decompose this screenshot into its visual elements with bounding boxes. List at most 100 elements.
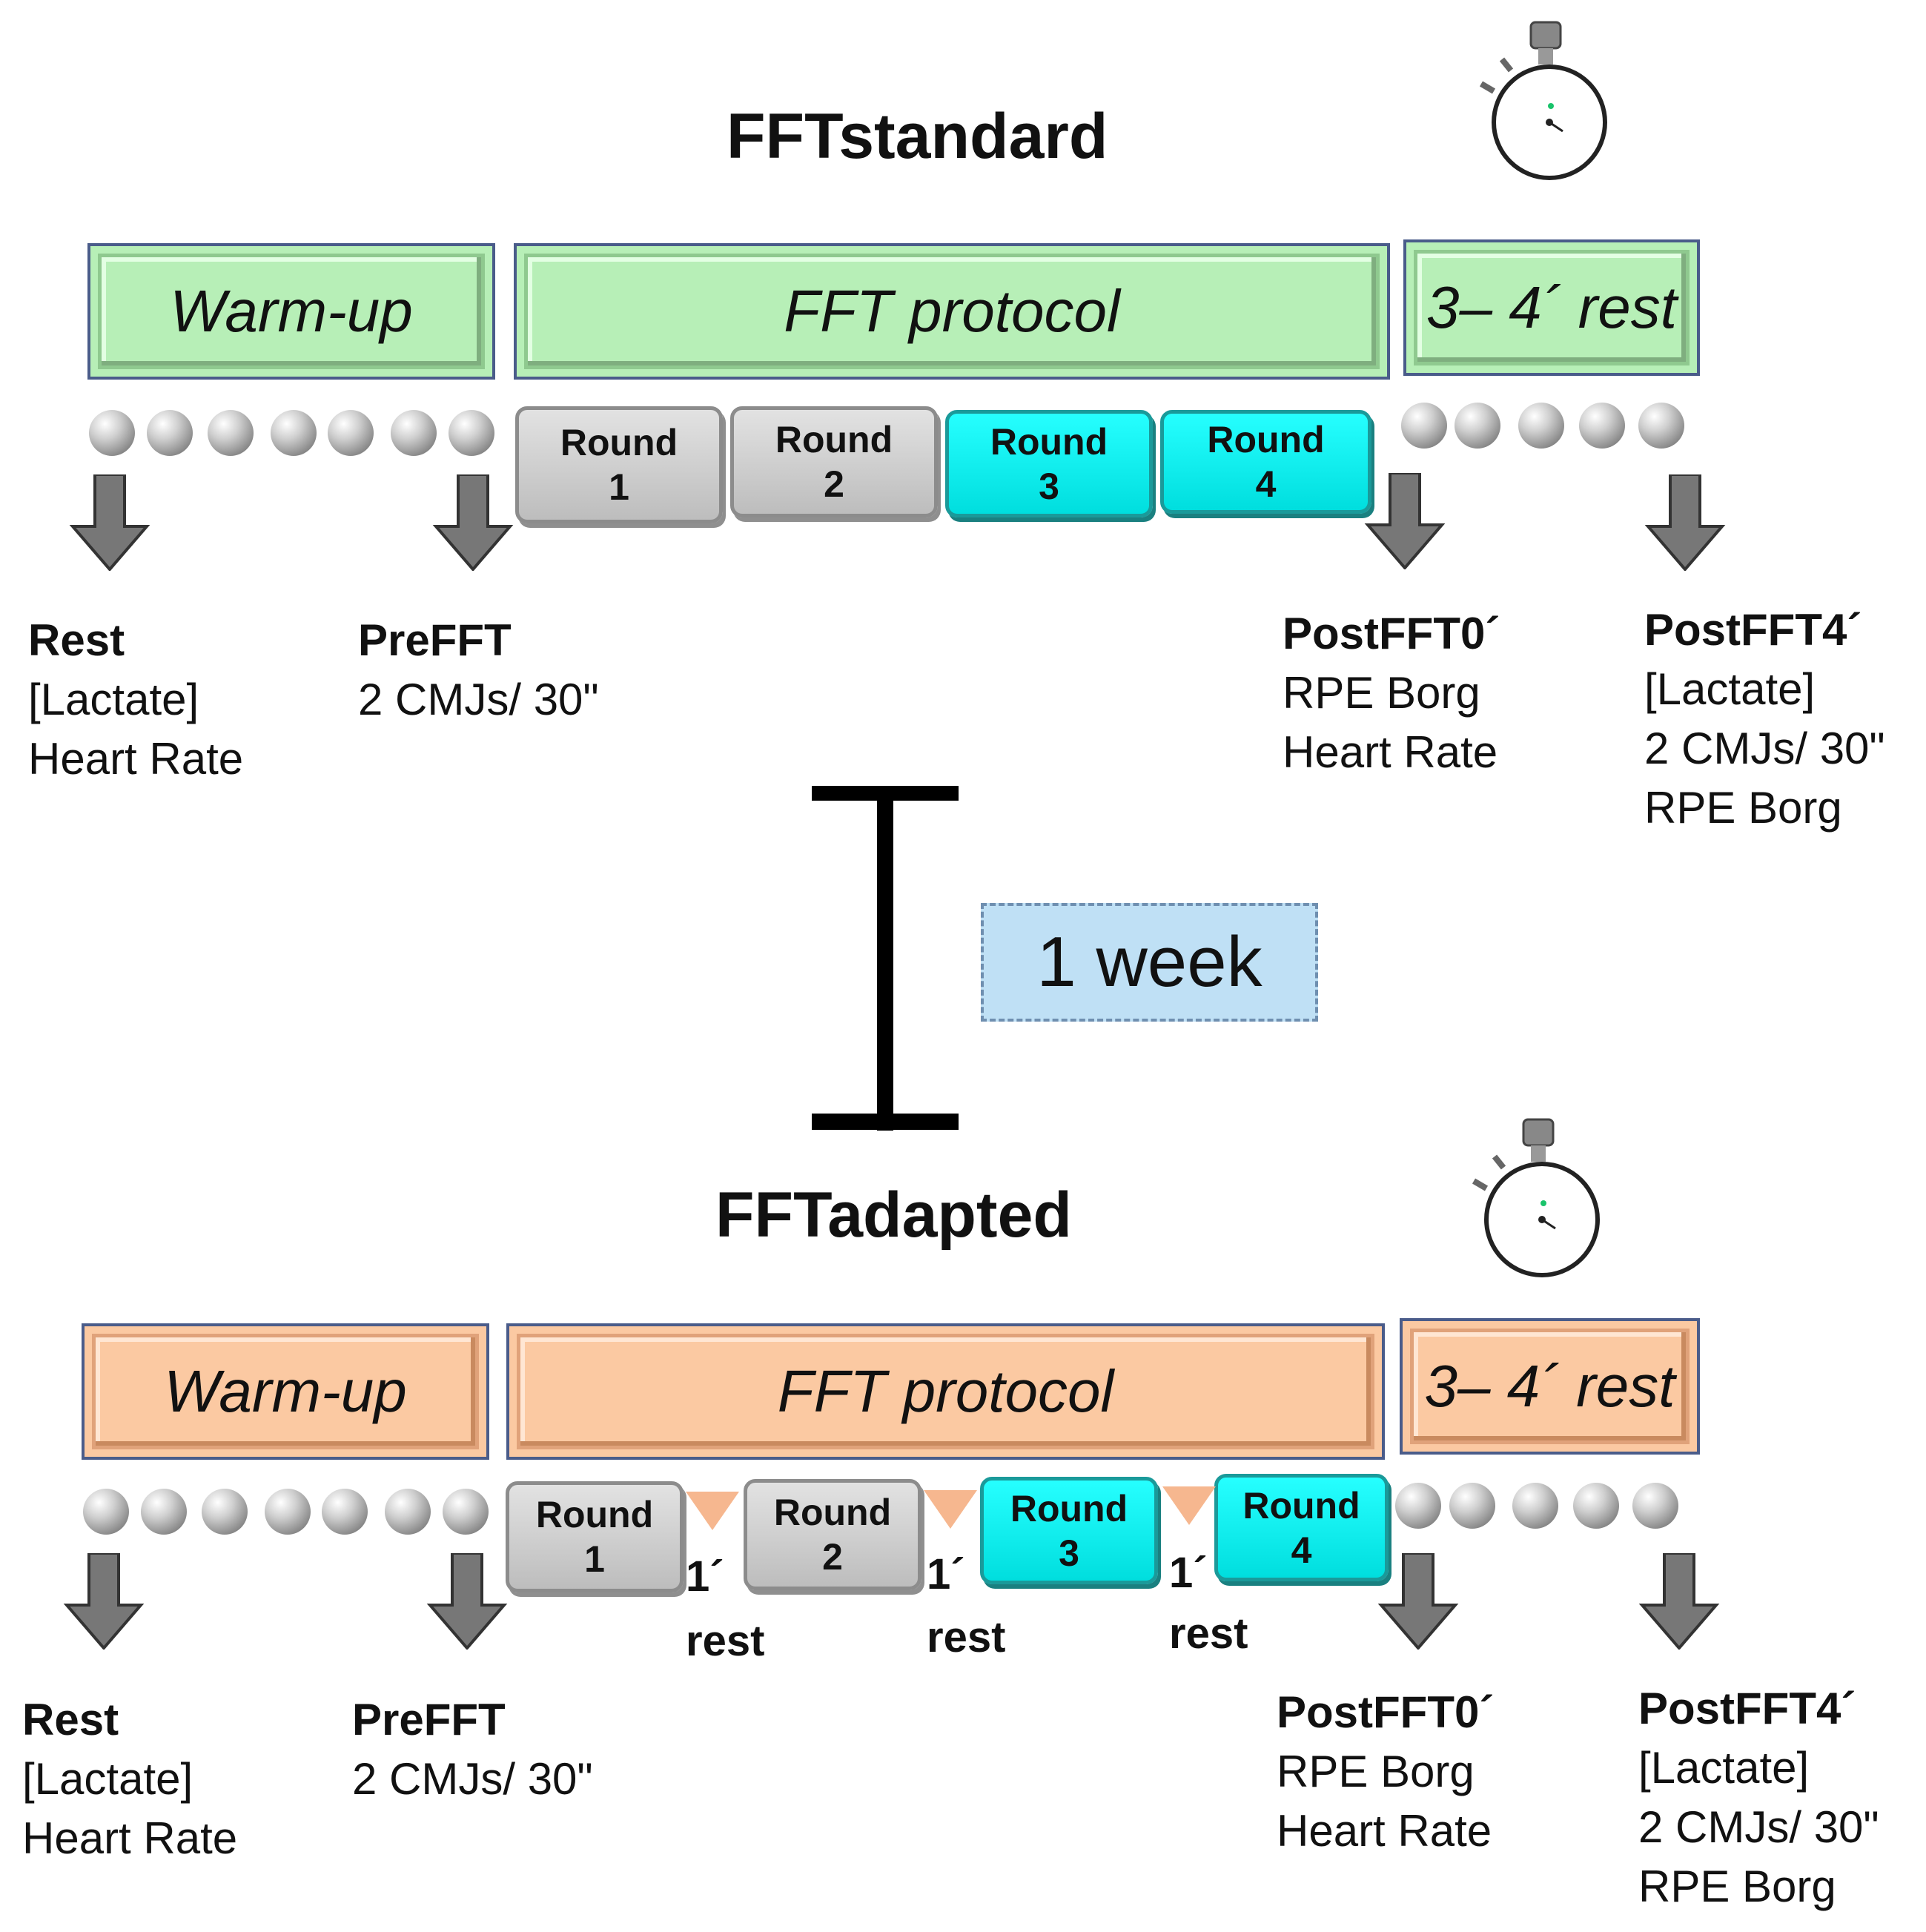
- phase-rest-label: 3– 4´ rest: [1426, 274, 1677, 340]
- round-label: Round: [560, 422, 678, 463]
- measure-heading: PostFFT0´: [1283, 609, 1500, 658]
- round-box: Round 2: [744, 1479, 921, 1590]
- ball-icon: [1512, 1483, 1558, 1529]
- ball-icon: [1579, 403, 1625, 449]
- title-fft-adapted: FFTadapted: [715, 1180, 1072, 1251]
- measure-post0: PostFFT0´ RPE Borg Heart Rate: [1277, 1683, 1494, 1861]
- ball-icon: [1401, 403, 1447, 449]
- ball-icon: [328, 410, 374, 456]
- ball-icon: [147, 410, 193, 456]
- measure-line: [Lactate]: [1638, 1743, 1810, 1793]
- round-number: 2: [824, 463, 844, 505]
- round-label: Round: [1242, 1484, 1360, 1526]
- round-box: Round 1: [515, 406, 723, 523]
- phase-protocol-standard: FFT protocol: [514, 243, 1390, 380]
- round-label: Round: [1010, 1487, 1128, 1529]
- round-box: Round 3: [945, 410, 1153, 517]
- round-number: 3: [1039, 465, 1059, 507]
- round-label: Round: [1207, 419, 1325, 460]
- rest-time: 1´: [927, 1550, 965, 1598]
- measure-line: 2 CMJs/ 30": [1644, 724, 1885, 773]
- measure-line: 2 CMJs/ 30": [352, 1754, 593, 1804]
- down-arrow-icon: [69, 474, 150, 571]
- phase-rest-label: 3– 4´ rest: [1424, 1353, 1675, 1419]
- round-number: 3: [1059, 1532, 1079, 1574]
- round-box: Round 2: [730, 406, 938, 517]
- measure-heading: PreFFT: [358, 615, 512, 665]
- ball-icon: [141, 1489, 187, 1535]
- rest-marker: [924, 1490, 977, 1529]
- measure-post0: PostFFT0´ RPE Borg Heart Rate: [1283, 604, 1500, 782]
- measure-line: RPE Borg: [1277, 1747, 1475, 1796]
- ball-icon: [1455, 403, 1500, 449]
- phase-protocol-label: FFT protocol: [784, 278, 1120, 344]
- phase-warmup-label: Warm-up: [170, 278, 413, 344]
- bracket-icon: [812, 786, 959, 1131]
- rest-marker: [1162, 1486, 1216, 1525]
- round-label: Round: [775, 419, 893, 460]
- round-number: 4: [1291, 1529, 1312, 1571]
- round-label: Round: [990, 420, 1108, 463]
- round-number: 1: [609, 466, 629, 508]
- measure-rest: Rest [Lactate] Heart Rate: [28, 611, 243, 789]
- ball-icon: [265, 1489, 311, 1535]
- stopwatch-icon: [1472, 1118, 1600, 1277]
- measure-line: Heart Rate: [28, 734, 244, 784]
- measure-heading: Rest: [22, 1695, 119, 1744]
- round-number: 2: [822, 1536, 843, 1578]
- measure-line: RPE Borg: [1644, 783, 1842, 833]
- ball-icon: [208, 410, 254, 456]
- measure-heading: PreFFT: [352, 1695, 506, 1744]
- phase-warmup-adapted: Warm-up: [82, 1323, 489, 1460]
- measure-heading: PostFFT0´: [1277, 1687, 1495, 1737]
- rest-marker: [686, 1492, 739, 1530]
- ball-icon: [1573, 1483, 1619, 1529]
- ball-icon: [391, 410, 437, 456]
- phase-warmup-standard: Warm-up: [87, 243, 495, 380]
- rest-time: 1´: [1169, 1549, 1208, 1597]
- ball-icon: [449, 410, 494, 456]
- down-arrow-icon: [1644, 474, 1726, 571]
- measure-line: [Lactate]: [22, 1754, 193, 1804]
- title-fft-standard: FFTstandard: [727, 101, 1108, 172]
- phase-rest-standard: 3– 4´ rest: [1403, 239, 1700, 376]
- measure-post4: PostFFT4´ [Lactate] 2 CMJs/ 30" RPE Borg: [1644, 601, 1885, 838]
- down-arrow-icon: [426, 1553, 508, 1650]
- measure-line: RPE Borg: [1283, 668, 1480, 718]
- ball-icon: [1449, 1483, 1495, 1529]
- ball-icon: [202, 1489, 248, 1535]
- measure-pre: PreFFT 2 CMJs/ 30": [358, 611, 599, 730]
- down-arrow-icon: [63, 1553, 145, 1650]
- rest-time: 1´: [686, 1552, 724, 1601]
- rest-word: rest: [1169, 1610, 1248, 1658]
- round-label: Round: [773, 1492, 892, 1533]
- measure-heading: Rest: [28, 615, 125, 665]
- ball-icon: [83, 1489, 129, 1535]
- rest-word: rest: [927, 1613, 1006, 1661]
- measure-rest: Rest [Lactate] Heart Rate: [22, 1690, 237, 1868]
- ball-icon: [443, 1489, 489, 1535]
- phase-warmup-label: Warm-up: [164, 1358, 407, 1424]
- measure-heading: PostFFT4´: [1644, 605, 1862, 655]
- down-arrow-icon: [1364, 473, 1446, 569]
- ball-icon: [1632, 1483, 1678, 1529]
- down-arrow-icon: [432, 474, 514, 571]
- round-number: 4: [1255, 463, 1277, 505]
- phase-protocol-label: FFT protocol: [777, 1358, 1114, 1424]
- ball-icon: [1518, 403, 1564, 449]
- stopwatch-icon: [1479, 21, 1607, 180]
- ball-icon: [271, 410, 317, 456]
- down-arrow-icon: [1377, 1553, 1459, 1650]
- measure-post4: PostFFT4´ [Lactate] 2 CMJs/ 30" RPE Borg: [1638, 1679, 1879, 1916]
- phase-protocol-adapted: FFT protocol: [506, 1323, 1385, 1460]
- rest-word: rest: [686, 1617, 765, 1665]
- ball-icon: [89, 410, 135, 456]
- round-box: Round 3: [980, 1477, 1158, 1584]
- measure-line: Heart Rate: [1283, 727, 1498, 777]
- measure-line: 2 CMJs/ 30": [1638, 1802, 1879, 1852]
- measure-line: [Lactate]: [1644, 664, 1816, 714]
- interval-box: 1 week: [981, 903, 1318, 1022]
- ball-icon: [385, 1489, 431, 1535]
- round-label: Round: [535, 1494, 654, 1535]
- ball-icon: [1395, 1483, 1441, 1529]
